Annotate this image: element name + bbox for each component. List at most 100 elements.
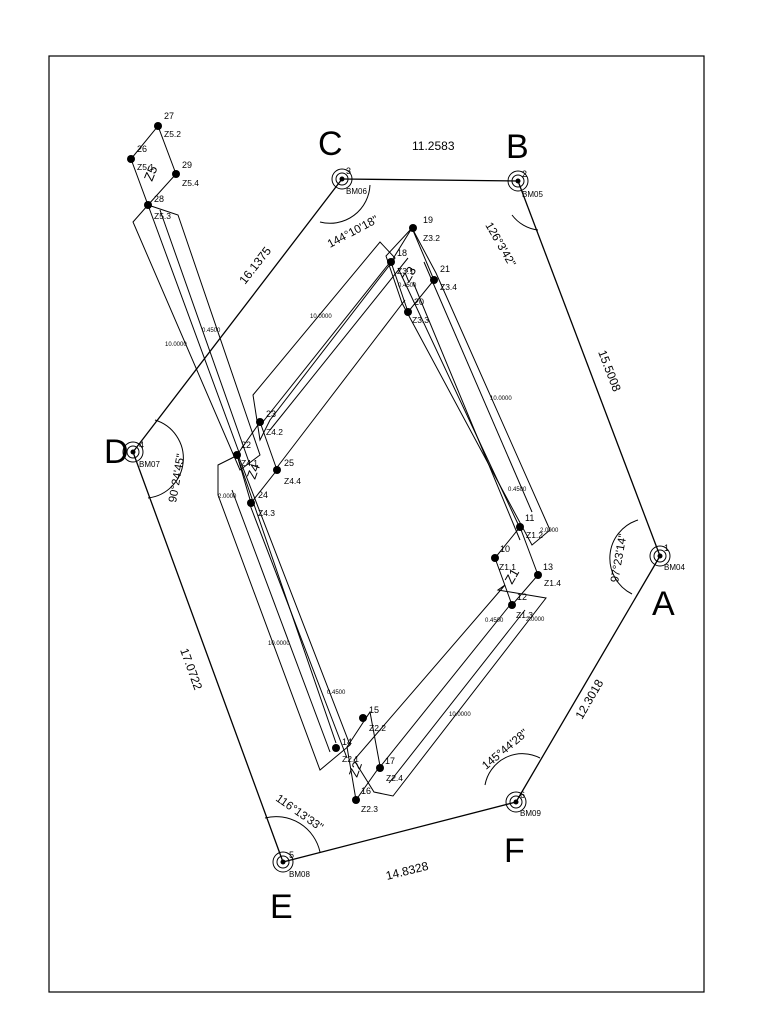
svg-text:10: 10 [500,544,510,554]
svg-text:Z2.2: Z2.2 [369,723,386,733]
distance-label-fa: 12.3018 [572,677,606,722]
angle-arcs [147,184,639,853]
zone-point-25: 25 Z4.4 [273,458,301,486]
station-marker-b [507,170,529,192]
zone-labels: Z1 Z2 Z3 Z4 Z5 [141,163,522,779]
beam-dimension-labels: 10.0000 10.0000 10.0000 10.0000 10.0000 … [165,283,559,718]
zone-point-19: 19 Z3.2 [409,215,440,243]
svg-text:Z2.4: Z2.4 [386,773,403,783]
svg-text:26: 26 [137,144,147,154]
station-bm-e: BM08 [289,870,310,879]
traverse-line-bc [341,178,519,182]
drawing-frame [48,55,705,993]
beam-length-label: 10.0000 [268,641,290,647]
svg-text:12: 12 [517,592,527,602]
distance-label-bc: 11.2583 [412,139,455,153]
beam-right-inner-line [397,267,519,525]
angle-arc-c [319,184,371,224]
angle-arc-b [511,214,539,231]
svg-text:19: 19 [423,215,433,225]
station-num-f: 6 [520,790,525,800]
beam-length-label: 10.0000 [490,396,512,402]
station-bm-a: BM04 [664,563,685,572]
svg-text:16: 16 [361,786,371,796]
beam-length-label: 10.0000 [449,712,471,718]
traverse-line-cd [132,178,343,453]
angle-label-d: 90°24'45" [167,453,187,504]
svg-text:Z1.1: Z1.1 [499,562,516,572]
svg-text:Z4.3: Z4.3 [258,508,275,518]
svg-text:Z5.1: Z5.1 [137,162,154,172]
beam-left-inner-line [249,504,348,759]
svg-text:Z1.2: Z1.2 [526,530,543,540]
beam-bottom-inner-line [388,609,526,784]
station-num-a: 1 [664,543,669,553]
svg-text:20: 20 [414,297,424,307]
zone-point-14: 14 Z2.1 [332,737,359,764]
beam-width-label: 2.0000 [218,494,237,500]
station-letters: A B C D E F [104,125,675,926]
station-bm-f: BM09 [520,809,541,818]
station-ids: 1 BM04 2 BM05 3 BM06 4 BM07 5 BM08 6 BM0… [139,166,685,879]
beam-right-inner-line [412,281,521,541]
angle-arc-a [609,519,639,595]
traverse-line-ef [282,801,517,863]
angle-arc-e [264,816,321,853]
zone-point-16: 16 Z2.3 [352,786,378,814]
station-marker-e [272,851,294,873]
beam-right-inner-line [423,261,533,513]
svg-text:25: 25 [284,458,294,468]
svg-text:13: 13 [543,562,553,572]
zone-point-29: 29 Z5.4 [172,160,199,188]
station-letter-c: C [318,125,343,163]
svg-text:23: 23 [266,409,276,419]
beam-offset-label: 0.4500 [398,283,417,289]
beam-offset-label: 0.4500 [327,690,346,696]
distance-label-de: 17.0722 [177,646,205,692]
zone-point-15: 15 Z2.2 [359,705,386,733]
zone-point-21: 21 Z3.4 [430,264,457,292]
beam-length-label: 10.0000 [165,342,187,348]
zone-point-17: 17 Z2.4 [376,756,403,783]
angle-label-a: 97°23'14" [609,533,629,584]
beam-top-inner-line [274,299,406,471]
angle-arc-d [147,419,184,499]
station-letter-e: E [270,888,293,926]
traverse-polygon [132,178,661,863]
beam-long-inner-line [147,204,241,456]
zone-label-z4: Z4 [244,462,263,481]
zone-point-13: 13 Z1.4 [534,562,561,588]
distance-label-ef: 14.8328 [384,859,430,883]
svg-text:Z3.2: Z3.2 [423,233,440,243]
zone-point-20: 20 Z3.3 [404,297,429,325]
zone-label-z1: Z1 [502,566,523,587]
svg-text:Z4.2: Z4.2 [266,427,283,437]
svg-text:Z3.3: Z3.3 [412,315,429,325]
distance-label-cd: 16.1375 [236,244,274,287]
station-letter-f: F [504,832,525,870]
beam-long-inner-line [159,209,251,466]
zone-point-22: 22 Z4.1 [233,440,258,468]
beam-top-inner-line [261,260,392,424]
angle-label-c: 144°10'18" [326,214,381,251]
svg-text:Z4.4: Z4.4 [284,476,301,486]
svg-text:22: 22 [241,440,251,450]
station-symbols [122,168,671,873]
station-num-d: 4 [139,440,144,450]
svg-text:Z4.1: Z4.1 [241,458,258,468]
svg-text:14: 14 [342,737,352,747]
beam-width-label: 2.0000 [526,617,545,623]
station-marker-c [331,168,353,190]
beam-width-label: 2.0000 [540,528,559,534]
zone-label-z3: Z3 [399,264,420,285]
beam-bottom-inner-line [379,604,511,768]
svg-text:Z3.1: Z3.1 [397,266,414,276]
zone-point-10: 10 Z1.1 [491,544,516,572]
zone-point-18: 18 Z3.1 [387,248,414,276]
station-bm-b: BM05 [522,190,543,199]
svg-text:Z5.4: Z5.4 [182,178,199,188]
svg-text:28: 28 [154,194,164,204]
station-letter-b: B [506,128,529,166]
zone-point-24: 24 Z4.3 [247,490,275,518]
